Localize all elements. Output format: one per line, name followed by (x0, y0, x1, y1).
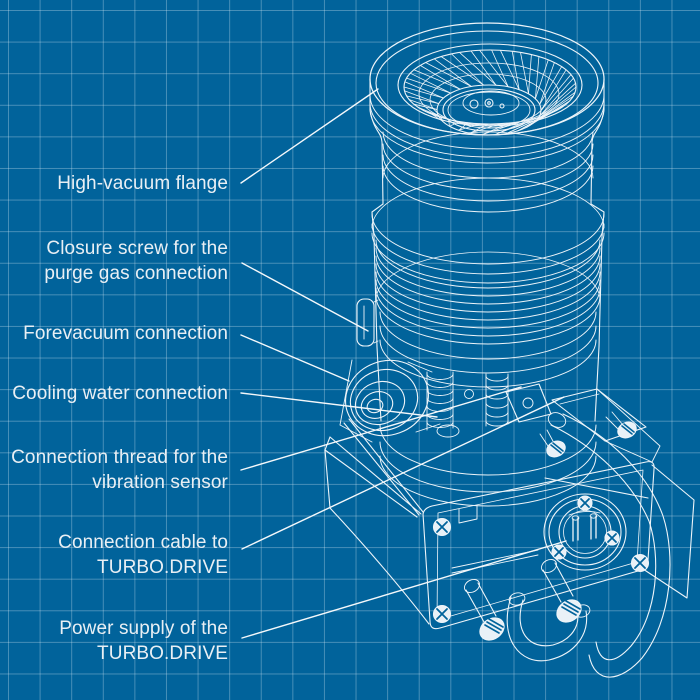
turbo-drive-cable-drawing (506, 412, 671, 678)
label-line: Power supply of the (59, 618, 228, 639)
rotor-hub (436, 84, 542, 136)
leader-purge-closure-screw (241, 262, 369, 332)
label-line: Cooling water connection (12, 383, 228, 404)
leader-lines (240, 88, 567, 639)
label-line: Forevacuum connection (23, 323, 228, 344)
label-high-vacuum-flange: High-vacuum flange (57, 171, 228, 196)
label-line: Closure screw for the (46, 238, 228, 259)
threaded-connections (426, 371, 509, 431)
label-vibration-sensor-thread: Connection thread for the vibration sens… (11, 445, 228, 495)
label-line: High-vacuum flange (57, 173, 228, 194)
leader-power-supply (241, 540, 567, 639)
panel-screws (432, 495, 650, 624)
high-vacuum-flange-drawing (369, 22, 605, 136)
label-line: TURBO.DRIVE (97, 557, 228, 578)
label-line: Connection thread for the (11, 447, 228, 468)
label-line: TURBO.DRIVE (97, 643, 228, 664)
water-fittings-drawing (464, 558, 574, 623)
label-turbo-drive-power: Power supply of the TURBO.DRIVE (59, 616, 228, 666)
label-purge-gas-closure-screw: Closure screw for the purge gas connecti… (44, 236, 228, 286)
leader-vibration-sensor (240, 386, 522, 471)
leader-high-vacuum-flange (240, 88, 379, 184)
label-line: purge gas connection (44, 263, 228, 284)
label-forevacuum-connection: Forevacuum connection (23, 321, 228, 346)
leader-cooling-water (240, 392, 438, 418)
label-line: Connection cable to (58, 532, 228, 553)
forevacuum-port-drawing (339, 359, 441, 443)
leader-cable (241, 396, 565, 550)
stud-head-slots (484, 423, 635, 634)
label-turbo-drive-cable: Connection cable to TURBO.DRIVE (58, 530, 228, 580)
purge-screw-drawing (356, 298, 379, 347)
label-cooling-water-connection: Cooling water connection (12, 381, 228, 406)
pump-body (369, 78, 605, 507)
label-line: vibration sensor (92, 472, 228, 493)
leader-forevacuum (240, 334, 350, 382)
